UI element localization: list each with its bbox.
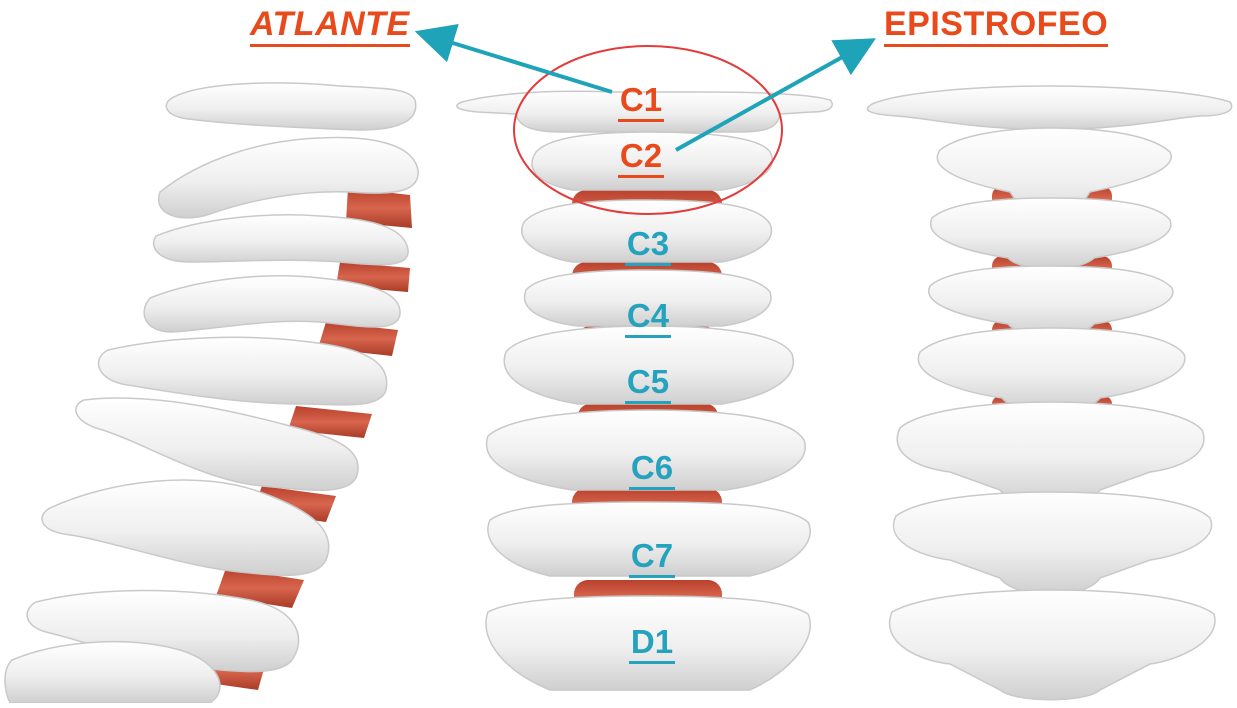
vertebra-label-c2: C2 <box>601 138 681 174</box>
vertebra-label-c7: C7 <box>612 538 692 574</box>
posterior-view <box>867 86 1231 700</box>
vertebra-label-c4: C4 <box>608 298 688 334</box>
atlante-callout: ATLANTE <box>250 6 410 47</box>
vertebra-label-c6: C6 <box>612 450 692 486</box>
atlante-arrow <box>430 36 612 92</box>
vertebra-label-c5: C5 <box>608 364 688 400</box>
vertebra-label-d1: D1 <box>612 624 692 660</box>
vertebra-label-c3: C3 <box>608 226 688 262</box>
lateral-view <box>5 83 418 703</box>
vertebra-label-c1: C1 <box>601 82 681 118</box>
epistrofeo-callout: EPISTROFEO <box>884 6 1108 47</box>
